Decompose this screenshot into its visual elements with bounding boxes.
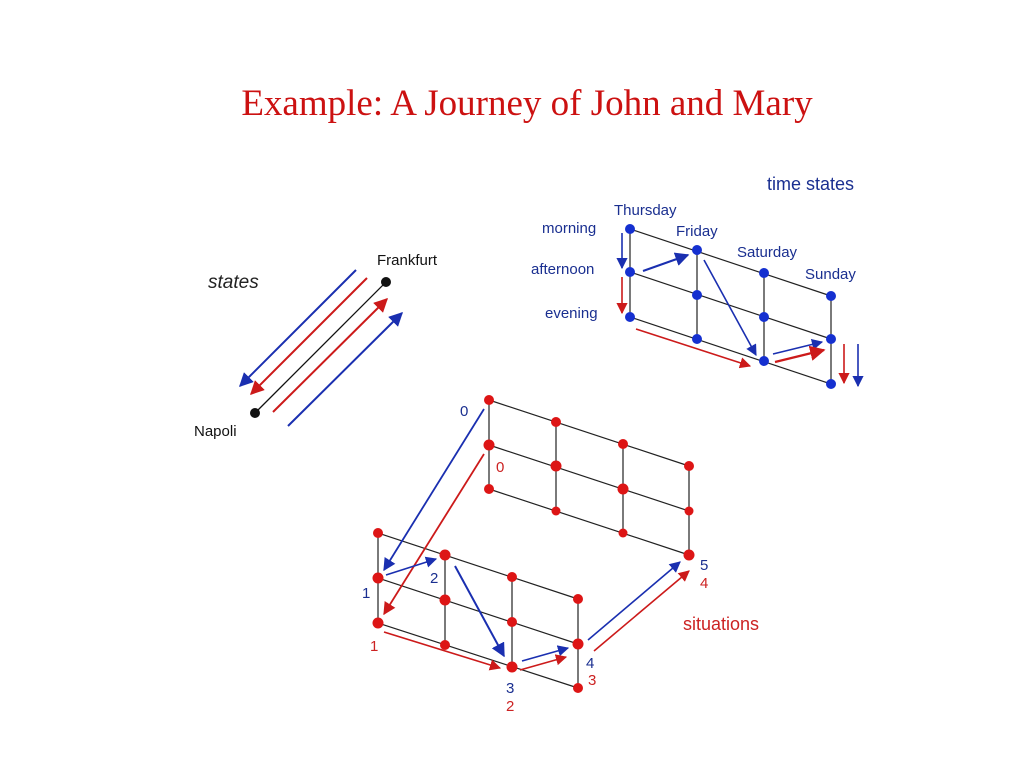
time-states-heading: time states xyxy=(767,174,854,194)
situation-label-blue-3: 3 xyxy=(506,680,514,697)
states-heading: states xyxy=(208,272,259,293)
period-label-afternoon: afternoon xyxy=(531,261,594,278)
states-link xyxy=(255,281,387,413)
blue-arrow-to-napoli xyxy=(239,269,357,387)
slide-title: Example: A Journey of John and Mary xyxy=(241,83,813,124)
blue-arrow-to-frankfurt xyxy=(287,312,403,427)
situation-label-red-1: 1 xyxy=(370,638,378,655)
situation-label-blue-1: 1 xyxy=(362,585,370,602)
time-nodes xyxy=(625,224,836,389)
situation-label-blue-0: 0 xyxy=(460,403,468,420)
situations-heading: situations xyxy=(683,614,759,634)
situation-label-blue-2: 2 xyxy=(430,570,438,587)
time-arrow-blue-2 xyxy=(703,259,757,356)
situation-label-red-0: 0 xyxy=(496,459,504,476)
day-label-friday: Friday xyxy=(676,223,718,240)
situation-arrow-blue-4-5 xyxy=(587,561,681,641)
situations-lower-nodes xyxy=(372,528,584,693)
frankfurt-label: Frankfurt xyxy=(377,252,438,269)
situation-arrow-blue-2-3 xyxy=(454,565,505,658)
frankfurt-node xyxy=(381,277,391,287)
situations-diagram: situations xyxy=(362,395,759,715)
situation-arrow-red-1-2 xyxy=(383,631,502,671)
situations-upper-nodes xyxy=(483,395,695,561)
period-label-morning: morning xyxy=(542,220,596,237)
situation-arrow-blue-1-2 xyxy=(385,556,438,576)
time-arrow-blue-3 xyxy=(772,338,824,355)
situation-label-red-2: 2 xyxy=(506,698,514,715)
situation-arrow-blue-3-4 xyxy=(521,645,570,662)
napoli-label: Napoli xyxy=(194,423,237,440)
situation-label-blue-5: 5 xyxy=(700,557,708,574)
situation-arrow-red-2-3 xyxy=(519,654,568,671)
day-label-saturday: Saturday xyxy=(737,244,798,261)
time-arrow-red-2 xyxy=(774,345,826,364)
time-grid xyxy=(629,228,832,385)
situation-label-blue-4: 4 xyxy=(586,655,594,672)
situation-label-red-4: 4 xyxy=(700,575,708,592)
red-arrow-to-frankfurt xyxy=(272,298,388,413)
situations-red-labels: 0 1 2 3 4 xyxy=(370,459,708,715)
time-arrow-red-1 xyxy=(635,328,752,369)
time-arrow-blue-1 xyxy=(642,252,690,272)
period-label-evening: evening xyxy=(545,305,598,322)
day-label-sunday: Sunday xyxy=(805,266,856,283)
situation-arrow-blue-0-1 xyxy=(383,408,485,572)
situation-arrow-red-3-4 xyxy=(593,570,690,652)
situation-arrow-red-0-1 xyxy=(383,453,485,616)
red-arrow-to-napoli xyxy=(250,277,368,395)
day-label-thursday: Thursday xyxy=(614,202,677,219)
situations-blue-labels: 0 1 2 3 4 5 xyxy=(362,403,708,697)
situations-lower-grid xyxy=(377,532,579,689)
states-diagram: states Frankfurt Napoli xyxy=(194,252,438,440)
situation-label-red-3: 3 xyxy=(588,672,596,689)
napoli-node xyxy=(250,408,260,418)
time-states-diagram: time states Thursday Friday Saturday Sun… xyxy=(531,174,864,389)
situations-upper-grid xyxy=(488,399,690,556)
